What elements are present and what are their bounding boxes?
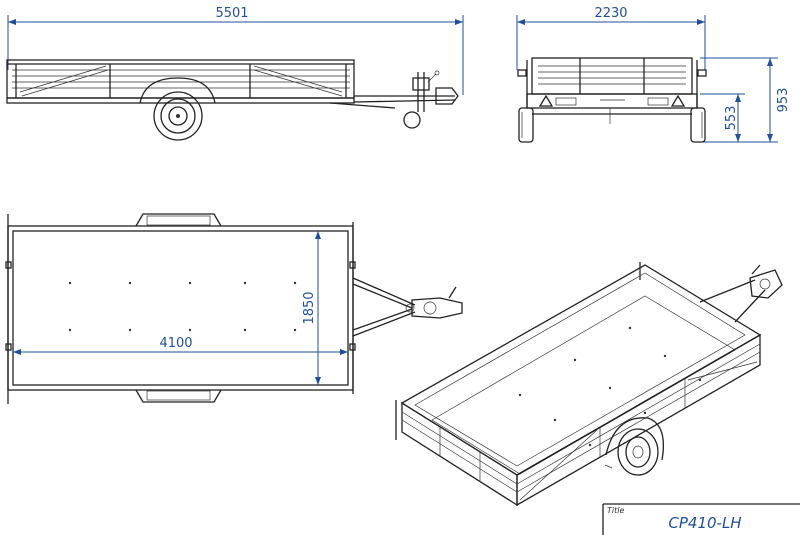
dimension-overall-width: 2230 — [594, 6, 627, 21]
dimension-box-length: 4100 — [159, 336, 192, 351]
rear-view: 2230 953 553 — [516, 6, 791, 143]
isometric-view — [395, 262, 783, 507]
title-value: CP410-LH — [668, 514, 741, 532]
title-label: Title — [607, 506, 624, 515]
side-view: 5501 — [6, 6, 464, 141]
dimension-overall-height: 953 — [776, 88, 791, 113]
dimension-deck-height: 553 — [724, 106, 739, 131]
dimension-overall-length: 5501 — [215, 6, 248, 21]
dimension-box-width: 1850 — [302, 291, 317, 324]
title-block: Title CP410-LH — [602, 503, 800, 535]
top-view: 4100 1850 — [5, 213, 463, 404]
